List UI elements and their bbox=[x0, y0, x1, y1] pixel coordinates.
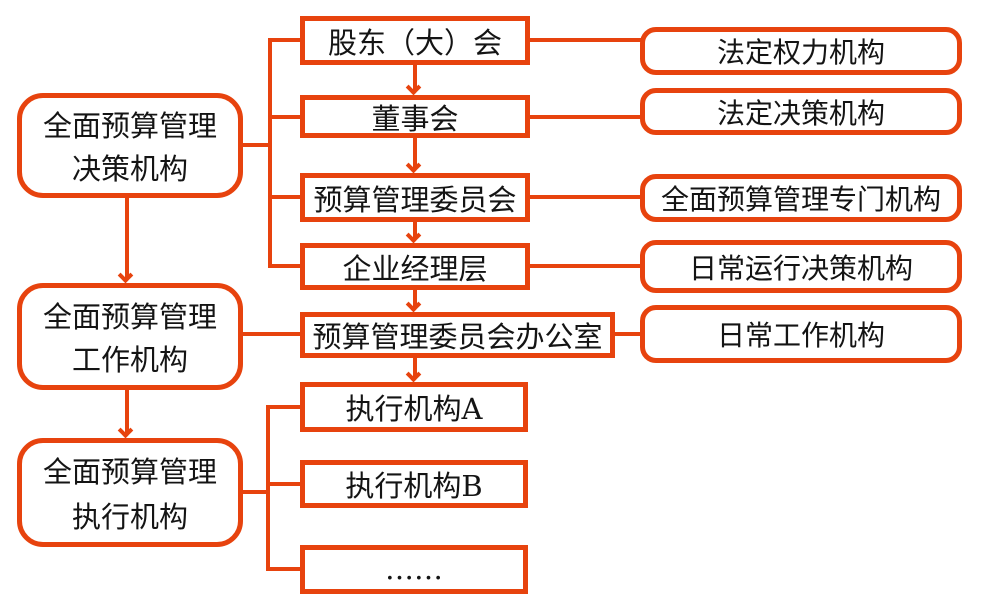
right-box-budget-special-org: 全面预算管理专门机构 bbox=[640, 174, 962, 222]
box-label: 全面预算管理 bbox=[42, 109, 217, 143]
connector-line bbox=[240, 490, 268, 494]
bracket-stub-line bbox=[266, 567, 302, 571]
arrow-stem bbox=[413, 138, 417, 168]
mid-box-exec-org-a: 执行机构A bbox=[300, 382, 528, 432]
left-box-decision-org: 全面预算管理 决策机构 bbox=[17, 93, 243, 198]
arrow-stem bbox=[125, 390, 129, 433]
connector-line bbox=[528, 38, 642, 42]
box-label: 预算管理委员会 bbox=[313, 182, 517, 217]
bracket-stub-line bbox=[268, 38, 302, 42]
arrow-head-icon bbox=[405, 366, 422, 383]
mid-box-shareholders-meeting: 股东（大）会 bbox=[300, 16, 530, 65]
bracket-stub-line bbox=[268, 195, 302, 199]
box-label: 全面预算管理 bbox=[42, 455, 217, 490]
box-label: 全面预算管理专门机构 bbox=[660, 183, 941, 216]
connector-line bbox=[613, 332, 642, 336]
box-label: 法定权力机构 bbox=[716, 36, 885, 69]
box-label: 日常运行决策机构 bbox=[688, 251, 913, 285]
arrow-head-icon bbox=[405, 296, 422, 313]
arrow-stem bbox=[413, 222, 417, 238]
mid-box-board-of-directors: 董事会 bbox=[300, 95, 530, 138]
box-label: 执行机构B bbox=[345, 469, 483, 503]
right-box-daily-operation-decision-org: 日常运行决策机构 bbox=[640, 240, 962, 293]
connector-line bbox=[528, 115, 642, 119]
connector-line bbox=[240, 143, 270, 147]
box-label: 股东（大）会 bbox=[327, 25, 502, 60]
mid-box-committee-office: 预算管理委员会办公室 bbox=[300, 312, 615, 358]
connector-line bbox=[240, 332, 302, 336]
bracket-stub-line bbox=[266, 405, 302, 409]
box-label: 企业经理层 bbox=[342, 251, 488, 286]
bracket-line-vertical bbox=[266, 405, 270, 571]
arrow-head-icon bbox=[405, 157, 422, 174]
connector-line bbox=[528, 264, 642, 268]
arrow-stem bbox=[413, 290, 417, 307]
arrow-head-icon bbox=[405, 227, 422, 244]
arrow-head-icon bbox=[117, 267, 134, 284]
mid-box-exec-org-b: 执行机构B bbox=[300, 460, 528, 508]
left-box-working-org: 全面预算管理 工作机构 bbox=[17, 283, 243, 390]
bracket-stub-line bbox=[268, 115, 302, 119]
box-label: 全面预算管理 bbox=[42, 299, 217, 334]
box-label: …… bbox=[385, 552, 443, 587]
arrow-head-icon bbox=[117, 422, 134, 439]
arrow-stem bbox=[125, 198, 129, 278]
left-box-execution-org: 全面预算管理 执行机构 bbox=[17, 438, 243, 547]
mid-box-budget-committee: 预算管理委员会 bbox=[300, 173, 530, 222]
box-label: 董事会 bbox=[371, 101, 459, 136]
bracket-stub-line bbox=[266, 482, 302, 486]
box-label: 决策机构 bbox=[71, 152, 188, 186]
mid-box-exec-org-ellipsis: …… bbox=[300, 545, 528, 594]
arrow-head-icon bbox=[405, 79, 422, 96]
right-box-statutory-power-org: 法定权力机构 bbox=[640, 27, 962, 75]
arrow-stem bbox=[413, 358, 417, 377]
connector-line bbox=[528, 195, 642, 199]
mid-box-enterprise-management: 企业经理层 bbox=[300, 243, 530, 290]
box-label: 预算管理委员会办公室 bbox=[312, 320, 603, 354]
bracket-line-vertical bbox=[268, 38, 272, 268]
right-box-statutory-decision-org: 法定决策机构 bbox=[640, 88, 962, 135]
box-label: 日常工作机构 bbox=[716, 319, 885, 352]
box-label: 执行机构 bbox=[71, 499, 188, 534]
box-label: 执行机构A bbox=[345, 392, 483, 426]
box-label: 工作机构 bbox=[71, 343, 188, 378]
bracket-stub-line bbox=[268, 264, 302, 268]
right-box-daily-working-org: 日常工作机构 bbox=[640, 305, 962, 363]
arrow-stem bbox=[413, 65, 417, 90]
box-label: 法定决策机构 bbox=[716, 96, 885, 130]
